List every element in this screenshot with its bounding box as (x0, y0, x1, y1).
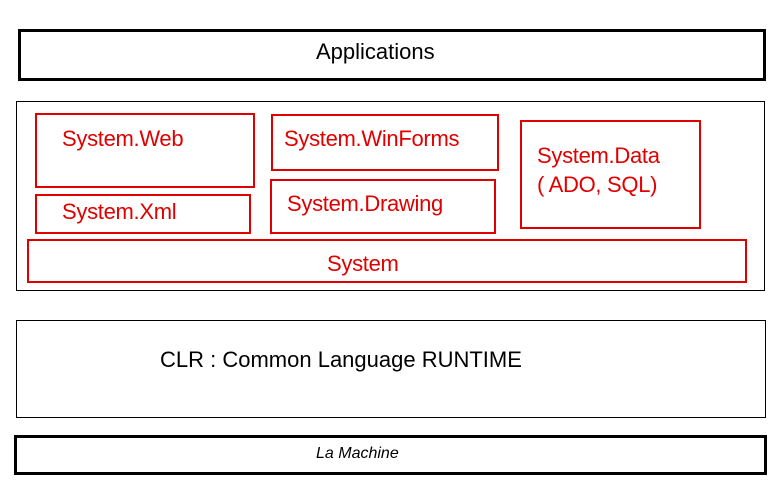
system-xml-box (35, 194, 251, 234)
system-data-box (520, 120, 701, 229)
system-box (27, 239, 747, 283)
machine-layer (14, 435, 767, 475)
machine-label: La Machine (316, 445, 399, 462)
system-label: System (327, 251, 399, 276)
applications-label: Applications (316, 39, 435, 64)
clr-layer (16, 320, 766, 418)
system-drawing-box (270, 179, 496, 234)
applications-layer (18, 29, 766, 81)
clr-label: CLR : Common Language RUNTIME (160, 347, 522, 372)
system-xml-label: System.Xml (62, 199, 177, 224)
system-data-sublabel: ( ADO, SQL) (537, 172, 658, 197)
system-drawing-label: System.Drawing (287, 191, 443, 216)
system-winforms-box (271, 114, 499, 171)
system-web-label: System.Web (62, 126, 184, 151)
system-data-label: System.Data (537, 143, 660, 168)
system-winforms-label: System.WinForms (284, 126, 460, 151)
system-web-box (35, 113, 255, 188)
